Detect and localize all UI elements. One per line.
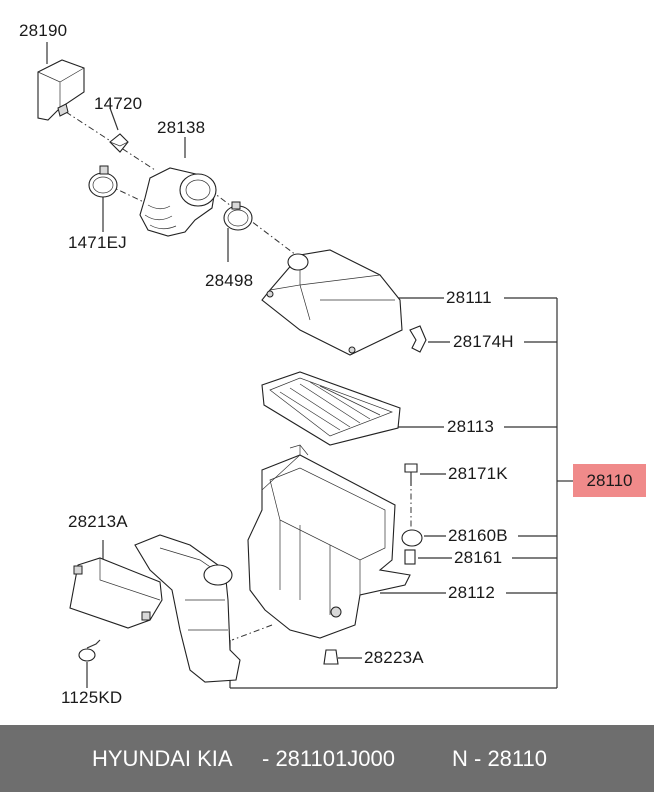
footer-brand: HYUNDAI KIA bbox=[92, 746, 233, 771]
label-28138: 28138 bbox=[157, 118, 206, 137]
part-28171K-bolt bbox=[404, 463, 418, 486]
part-14720-clip bbox=[109, 133, 129, 153]
label-14720: 14720 bbox=[94, 94, 143, 113]
label-1471EJ: 1471EJ bbox=[68, 233, 127, 252]
part-28113-filter bbox=[261, 371, 401, 446]
part-28174H-clip bbox=[409, 325, 427, 353]
label-28160B: 28160B bbox=[448, 526, 508, 545]
part-28213A-duct bbox=[134, 534, 241, 683]
part-28213A-shield bbox=[69, 557, 163, 629]
label-28171K: 28171K bbox=[448, 464, 508, 483]
part-1125KD-bolt bbox=[78, 639, 101, 662]
part-28498-clamp bbox=[223, 201, 253, 231]
label-1125KD: 1125KD bbox=[61, 688, 123, 707]
part-28160B-grommet bbox=[401, 529, 423, 547]
label-28190: 28190 bbox=[19, 21, 68, 40]
highlight-28110: 28110 bbox=[573, 464, 646, 497]
part-28161-bush bbox=[404, 549, 416, 565]
part-28138-hose bbox=[139, 167, 217, 237]
label-28498: 28498 bbox=[205, 271, 254, 290]
label-28112: 28112 bbox=[448, 583, 496, 602]
part-28111-upper-cover bbox=[261, 249, 403, 356]
label-28223A: 28223A bbox=[364, 648, 424, 667]
label-28161: 28161 bbox=[454, 548, 503, 567]
footer-part-number: - 281101J000 bbox=[262, 746, 395, 771]
label-28111: 28111 bbox=[446, 288, 492, 307]
part-1471EJ-clamp bbox=[88, 165, 118, 198]
label-28113: 28113 bbox=[447, 417, 495, 436]
label-28213A: 28213A bbox=[68, 512, 128, 531]
footer-short-number: N - 28110 bbox=[452, 746, 547, 771]
part-28223A-clip bbox=[323, 649, 339, 665]
leader-lines bbox=[46, 42, 557, 688]
part-28190-cover bbox=[37, 59, 85, 121]
footer-bar: HYUNDAI KIA - 281101J000 N - 28110 bbox=[0, 725, 654, 792]
part-28112-lower-body bbox=[247, 444, 411, 639]
parts-diagram bbox=[37, 42, 573, 689]
label-28174H: 28174H bbox=[453, 332, 514, 351]
